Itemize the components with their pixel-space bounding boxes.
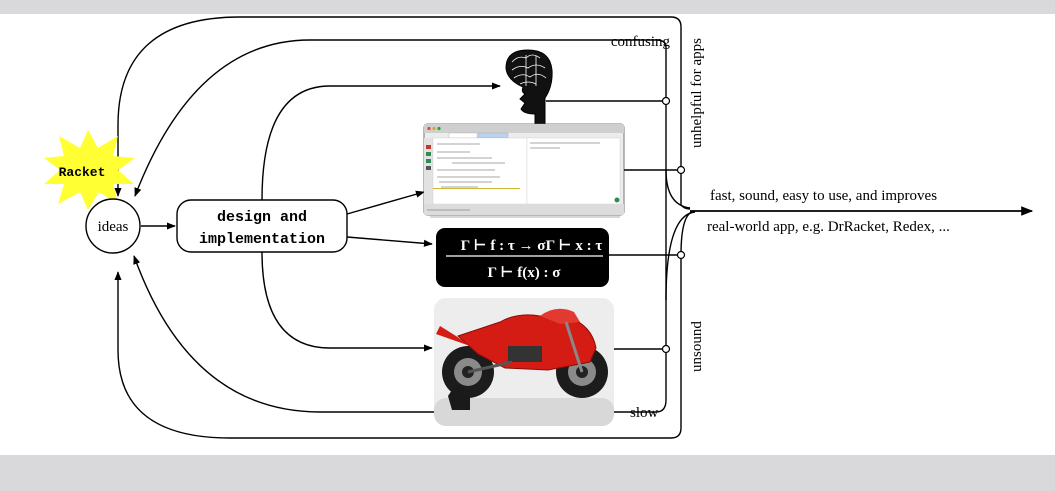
bottom-bar <box>0 455 1055 491</box>
ide-screenshot <box>423 123 625 218</box>
loop-slow <box>114 255 682 439</box>
design-line2: implementation <box>199 231 325 248</box>
design-to-ide-arrow <box>346 190 425 215</box>
typing-premise-1: Γ ⊢ f : τ → σ <box>461 238 547 254</box>
design-to-typing-arrow <box>346 236 433 247</box>
label-confusing: confusing <box>611 34 671 50</box>
top-bar <box>0 0 1055 14</box>
loop-unhelpful <box>134 39 667 197</box>
typing-rule-panel: Γ ⊢ f : τ → σ Γ ⊢ x : τ Γ ⊢ f(x) : σ <box>436 228 609 287</box>
design-to-motorcycle-arrow <box>261 251 433 352</box>
label-slow: slow <box>630 405 659 421</box>
brain-head-icon <box>505 49 553 126</box>
loop-unsound <box>133 255 667 413</box>
loop-confusing <box>114 16 682 197</box>
racket-starburst <box>44 130 135 210</box>
ideas-node <box>85 198 141 254</box>
label-unhelpful: unhelpful for apps <box>689 38 705 148</box>
outcome-line-1: fast, sound, easy to use, and improves <box>710 188 937 204</box>
design-line1: design and <box>217 209 307 226</box>
motorcycle-photo <box>434 298 614 426</box>
design-to-brain-arrow <box>261 82 501 201</box>
outcome-line-2: real-world app, e.g. DrRacket, Redex, ..… <box>707 219 950 235</box>
typing-conclusion: Γ ⊢ f(x) : σ <box>488 265 562 281</box>
ideas-label: ideas <box>98 219 129 235</box>
label-unsound: unsound <box>689 321 705 372</box>
starburst-label: Racket <box>59 165 106 180</box>
typing-premise-2: Γ ⊢ x : τ <box>546 238 603 254</box>
